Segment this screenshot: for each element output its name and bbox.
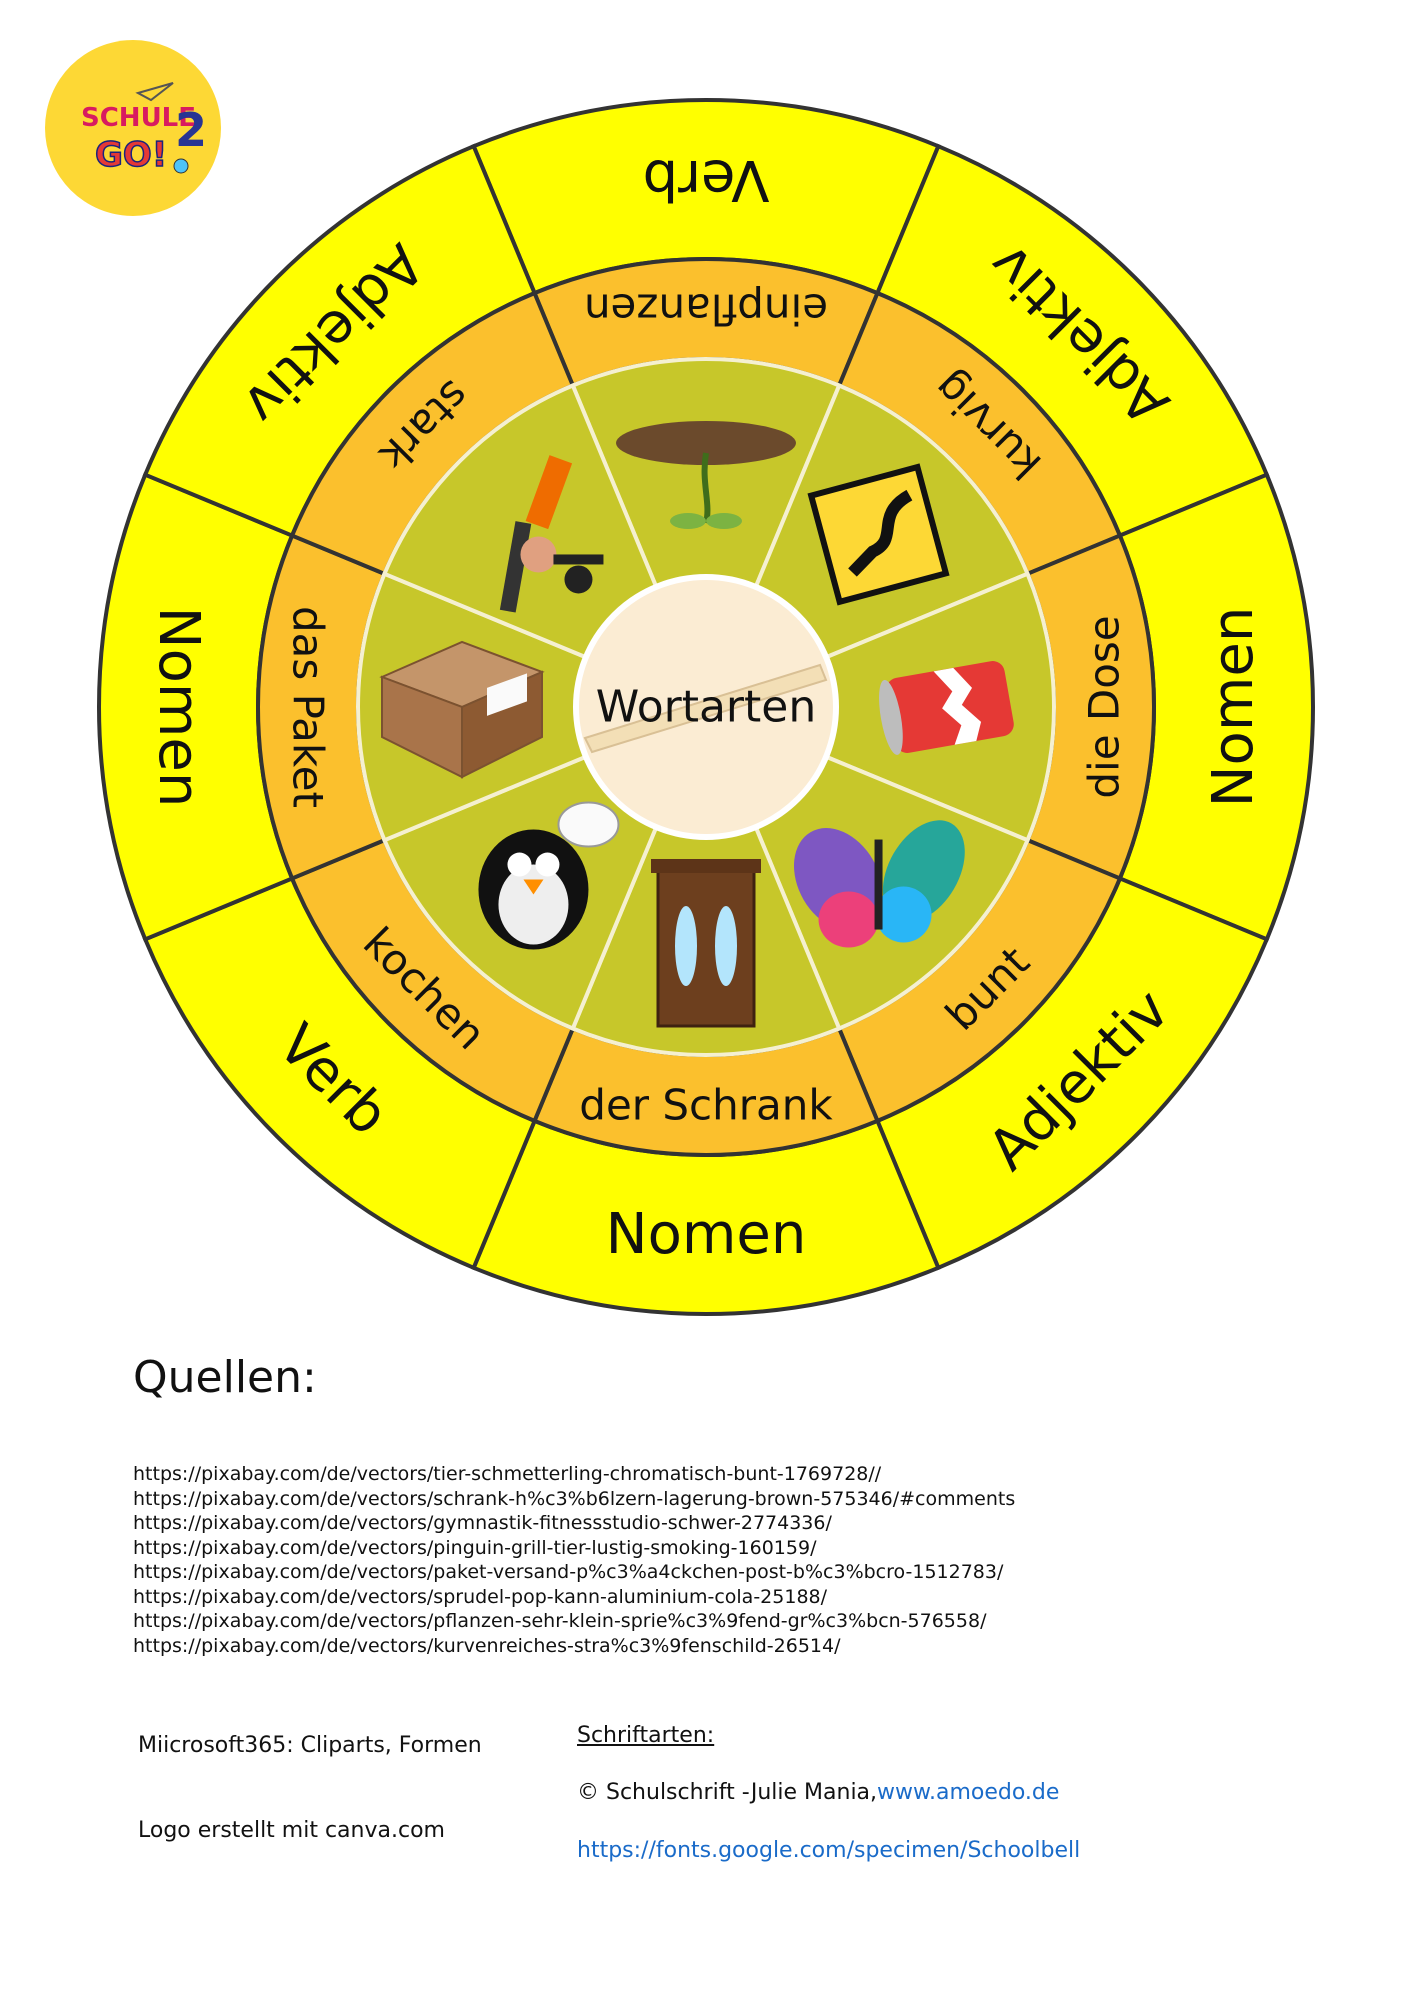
picture-ring bbox=[379, 421, 1014, 1028]
outer-word-class-label: Nomen bbox=[146, 607, 211, 808]
pencil-decoration bbox=[583, 663, 828, 754]
middle-word-label: der Schrank bbox=[579, 1081, 833, 1130]
plant-sprout-picture bbox=[616, 421, 796, 529]
source-link-list: https://pixabay.com/de/vectors/tier-schm… bbox=[133, 1462, 1015, 1658]
source-link[interactable]: https://pixabay.com/de/vectors/schrank-h… bbox=[133, 1487, 1016, 1510]
logo-number: 2 bbox=[175, 103, 207, 157]
logo-text-line1: SCHULE bbox=[81, 103, 196, 133]
source-link[interactable]: https://pixabay.com/de/vectors/tier-schm… bbox=[133, 1463, 882, 1485]
paper-plane-icon bbox=[135, 82, 174, 102]
source-link[interactable]: https://pixabay.com/de/vectors/sprudel-p… bbox=[133, 1585, 828, 1608]
logo-credit: Logo erstellt mit canva.com bbox=[138, 1818, 445, 1843]
wardrobe-picture bbox=[651, 859, 761, 1028]
outer-word-class-label: Nomen bbox=[1201, 607, 1266, 808]
font-credit-1: © Schulschrift -Julie Mania,www.amoedo.d… bbox=[577, 1780, 1059, 1805]
cooking-penguin-picture bbox=[478, 801, 620, 950]
outer-ring bbox=[97, 98, 1315, 1316]
curvy-road-sign-picture bbox=[807, 463, 950, 606]
logo-text-line2: GO! bbox=[95, 135, 167, 175]
middle-word-label: einpflanzen bbox=[584, 285, 828, 334]
outer-word-class-label: Verb bbox=[643, 147, 770, 212]
source-link[interactable]: https://pixabay.com/de/vectors/paket-ver… bbox=[133, 1561, 1004, 1583]
gymnast-picture bbox=[499, 455, 604, 613]
butterfly-picture bbox=[793, 820, 965, 948]
source-link[interactable]: https://pixabay.com/de/vectors/gymnastik… bbox=[133, 1512, 832, 1534]
wheel-center: Wortarten bbox=[573, 574, 839, 840]
middle-word-label: die Dose bbox=[1080, 615, 1129, 798]
source-link[interactable]: https://pixabay.com/de/vectors/pflanzen-… bbox=[133, 1610, 987, 1632]
schoolbell-link[interactable]: https://fonts.google.com/specimen/School… bbox=[577, 1838, 1081, 1863]
parcel-picture bbox=[379, 640, 545, 779]
sources-heading: Quellen: bbox=[133, 1352, 317, 1403]
center-label: Wortarten bbox=[596, 682, 816, 733]
middle-word-label: das Paket bbox=[284, 606, 333, 808]
fonts-heading: Schriftarten: bbox=[577, 1723, 715, 1748]
globe-icon bbox=[173, 158, 189, 174]
schule2go-logo: SCHULE GO! 2 bbox=[43, 38, 223, 218]
outer-word-class-label: Nomen bbox=[606, 1202, 807, 1267]
font-credit-1-text: © Schulschrift -Julie Mania, bbox=[577, 1780, 878, 1805]
source-link[interactable]: https://pixabay.com/de/vectors/kurvenrei… bbox=[133, 1634, 841, 1657]
cola-can-picture bbox=[879, 661, 1014, 755]
amoedo-link[interactable]: www.amoedo.de bbox=[877, 1780, 1060, 1805]
source-link[interactable]: https://pixabay.com/de/vectors/pinguin-g… bbox=[133, 1536, 817, 1559]
microsoft-credit: Miicrosoft365: Cliparts, Formen bbox=[138, 1733, 482, 1758]
